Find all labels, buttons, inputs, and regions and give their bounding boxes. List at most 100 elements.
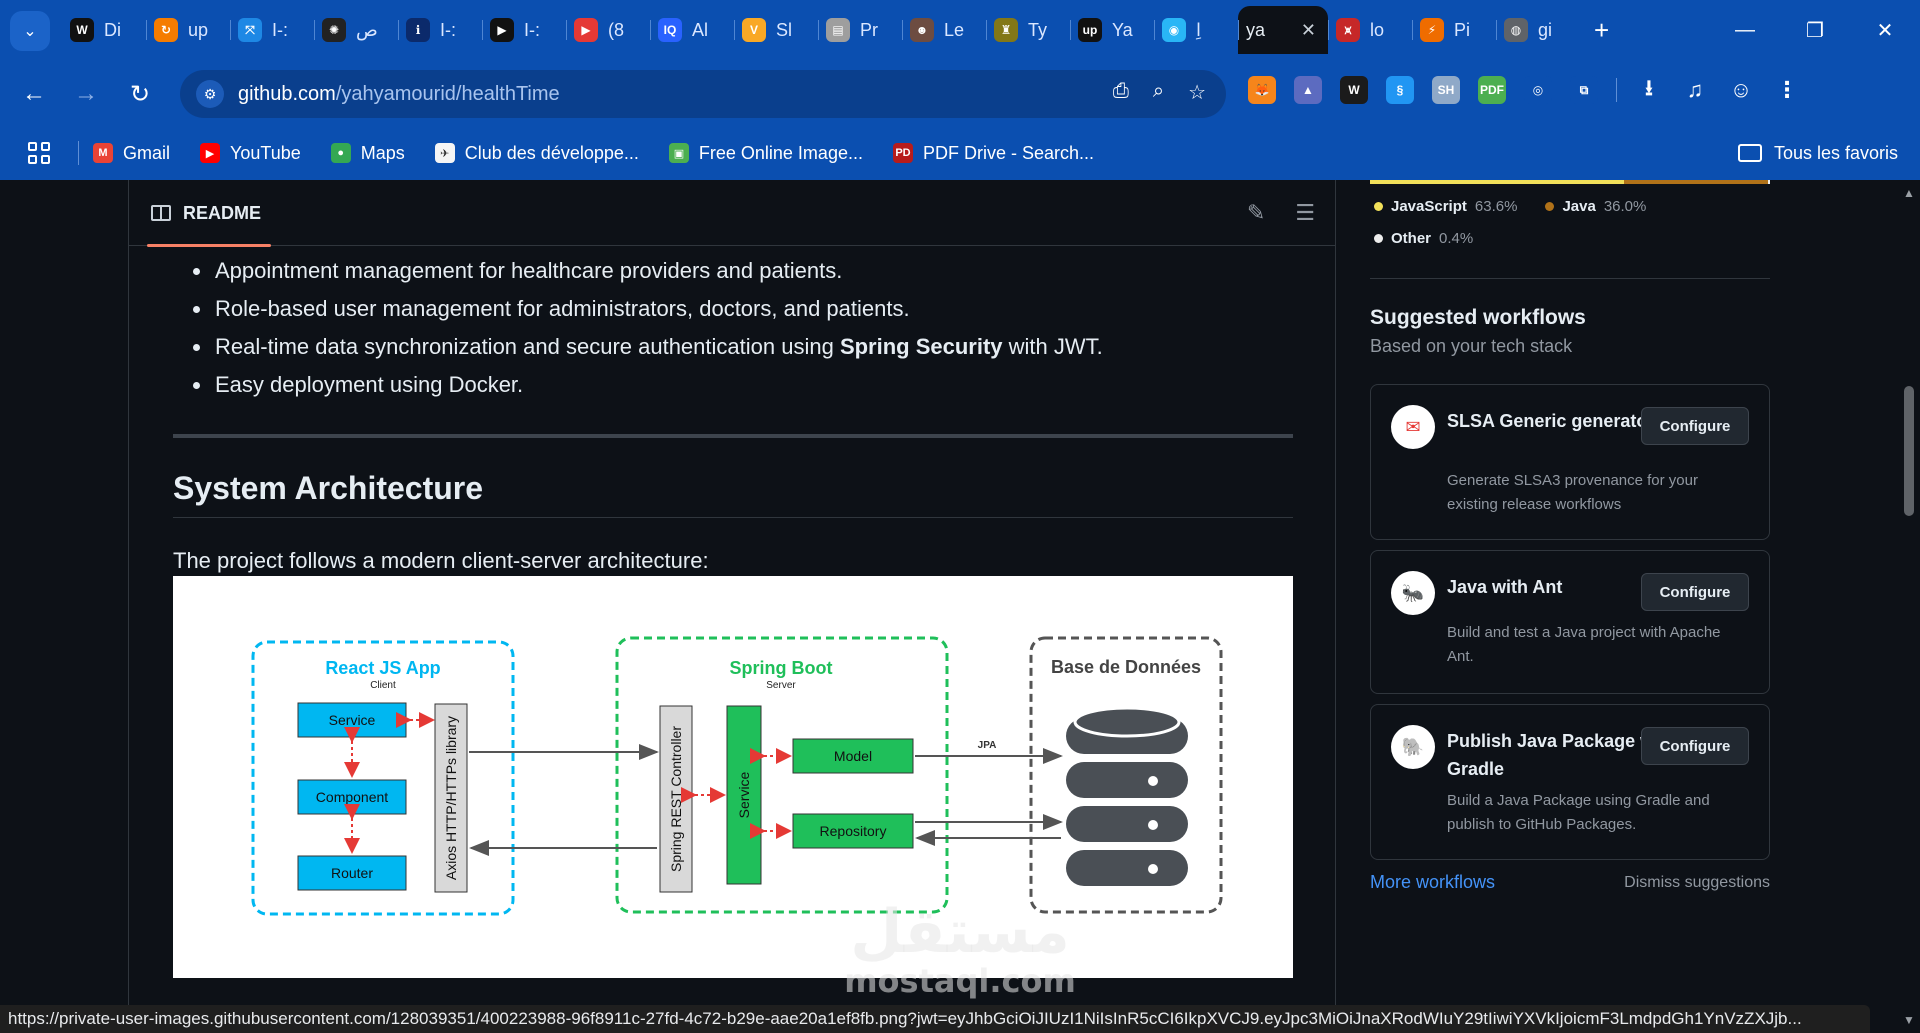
tab-title: up	[188, 19, 209, 40]
tab-title: ya	[1246, 19, 1266, 40]
address-bar[interactable]: ⚙ github.com/yahyamourid/healthTime ⎙ ⌕ …	[180, 70, 1226, 118]
browser-tab[interactable]: ⤧I-:	[230, 6, 314, 54]
browser-tab[interactable]: ⩙ lo	[1328, 6, 1412, 54]
page-scrollbar[interactable]: ▲ ▼	[1898, 180, 1920, 1033]
back-icon[interactable]: ←	[22, 80, 46, 107]
dismiss-suggestions-link[interactable]: Dismiss suggestions	[1624, 873, 1770, 891]
readme-tools: ✎ ☰	[1247, 200, 1315, 226]
client-service-label: Service	[329, 712, 376, 728]
workflow-title[interactable]: SLSA Generic generator	[1447, 411, 1655, 431]
radar-icon[interactable]: ◎	[1524, 76, 1552, 104]
omnibox-actions: ⎙ ⌕ ☆	[1113, 80, 1206, 105]
bookmark-item[interactable]: ✈Club des développe...	[434, 143, 639, 164]
swirl-icon[interactable]: §	[1386, 76, 1414, 104]
configure-button[interactable]: Configure	[1641, 727, 1749, 765]
install-app-icon[interactable]: ⎙	[1112, 80, 1129, 102]
bookmark-star-icon[interactable]: ☆	[1188, 82, 1206, 104]
scroll-down-icon[interactable]: ▼	[1903, 1013, 1915, 1027]
close-window-icon[interactable]: ✕	[1876, 19, 1894, 42]
browser-tab[interactable]: ▶I-:	[482, 6, 566, 54]
zoom-icon[interactable]: ⌕	[1152, 80, 1165, 102]
list-item-text: with JWT.	[1002, 334, 1103, 359]
puzzle-icon[interactable]: ⧉	[1570, 76, 1598, 104]
w-icon[interactable]: W	[1340, 76, 1368, 104]
more-workflows-link[interactable]: More workflows	[1370, 872, 1496, 892]
profile-avatar[interactable]: ☺	[1729, 77, 1753, 102]
server-title: Spring Boot	[730, 658, 833, 678]
architecture-diagram[interactable]: React JS App Client Service Component Ro…	[173, 576, 1293, 978]
download-icon[interactable]: ⭳	[1645, 75, 1653, 100]
watermark-latin: mostaql.com	[844, 962, 1076, 1000]
configure-button[interactable]: Configure	[1641, 407, 1749, 445]
tab-title: Al	[692, 19, 709, 40]
sh-icon[interactable]: SH	[1432, 76, 1460, 104]
server-subtitle: Server	[766, 680, 796, 691]
scroll-up-icon[interactable]: ▲	[1903, 186, 1915, 200]
mostaql-watermark: مستقل mostaql.com	[840, 900, 1080, 998]
language-item[interactable]: Java 36.0%	[1545, 198, 1646, 215]
bookmark-label: YouTube	[230, 142, 301, 163]
scroll-thumb[interactable]	[1904, 386, 1914, 516]
metamask-icon[interactable]: 🦊	[1248, 76, 1276, 104]
browser-tab[interactable]: ↻up	[146, 6, 230, 54]
graduation-icon[interactable]: ▲	[1294, 76, 1322, 104]
site-info-icon[interactable]: ⚙	[196, 80, 224, 108]
language-item[interactable]: Other 0.4%	[1374, 230, 1473, 247]
minimize-icon[interactable]: —	[1735, 18, 1755, 41]
tab-title: Le	[944, 19, 965, 40]
language-item[interactable]: JavaScript 63.6%	[1374, 198, 1517, 215]
model-block	[792, 738, 914, 774]
browser-tab[interactable]: ▤Pr	[818, 6, 902, 54]
tab-title: lo	[1370, 19, 1385, 40]
browser-tab[interactable]: ⚡Pi	[1412, 6, 1496, 54]
media-control-icon[interactable]: ♫	[1686, 77, 1704, 102]
bookmark-item[interactable]: ●Maps	[330, 143, 405, 164]
tab-search-button[interactable]: ⌄	[10, 11, 50, 51]
forward-icon[interactable]: →	[74, 80, 98, 107]
restore-icon[interactable]: ❐	[1806, 19, 1824, 42]
list-item: Real-time data synchronization and secur…	[173, 328, 1293, 366]
outline-list-icon[interactable]: ☰	[1295, 200, 1315, 225]
url-text[interactable]: github.com/yahyamourid/healthTime	[238, 83, 560, 106]
browser-tab[interactable]: ya ✕	[1238, 6, 1328, 54]
menu-kebab-icon[interactable]: ⋮	[1776, 77, 1798, 102]
browser-tab[interactable]: ♜Ty	[986, 6, 1070, 54]
configure-button[interactable]: Configure	[1641, 573, 1749, 611]
readme-tab[interactable]: README	[146, 180, 272, 247]
bookmark-item[interactable]: ▣Free Online Image...	[668, 143, 863, 164]
edit-pencil-icon[interactable]: ✎	[1246, 200, 1266, 225]
workflow-title[interactable]: Publish Java Package with Gradle	[1447, 731, 1677, 779]
readme-header: README ✎ ☰	[129, 180, 1335, 247]
reload-icon[interactable]: ↻	[129, 80, 151, 108]
browser-tab[interactable]: ▶(8	[566, 6, 650, 54]
keyhole-icon: ℹ	[406, 18, 430, 42]
ruins-icon: ⩙	[1336, 18, 1360, 42]
pdf-icon[interactable]: PDF	[1478, 76, 1506, 104]
apps-grid-icon[interactable]	[28, 142, 50, 164]
browser-tab[interactable]: ☻Le	[902, 6, 986, 54]
workflow-title[interactable]: Java with Ant	[1447, 577, 1563, 597]
all-bookmarks-button[interactable]: Tous les favoris	[1737, 143, 1898, 164]
workflow-card: 🐜 Java with Ant Build and test a Java pr…	[1370, 550, 1770, 694]
tab-title: اِ	[1196, 19, 1202, 40]
browser-tab[interactable]: ◉اِ	[1154, 6, 1238, 54]
model-label: Model	[834, 748, 872, 764]
client-component-label: Component	[316, 789, 388, 805]
v-icon: V	[742, 18, 766, 42]
close-tab-icon[interactable]: ✕	[1300, 19, 1316, 40]
new-tab-icon[interactable]: +	[1594, 14, 1610, 45]
ant-icon: 🐜	[1391, 571, 1435, 615]
maps-icon: ●	[330, 143, 351, 163]
tab-title: Pr	[860, 19, 878, 40]
bookmark-item[interactable]: ▶YouTube	[200, 143, 301, 164]
workflow-description: Build a Java Package using Gradle and pu…	[1447, 792, 1710, 833]
browser-tab[interactable]: ✺ص	[314, 6, 398, 54]
browser-tab[interactable]: ◍gi	[1496, 6, 1580, 54]
